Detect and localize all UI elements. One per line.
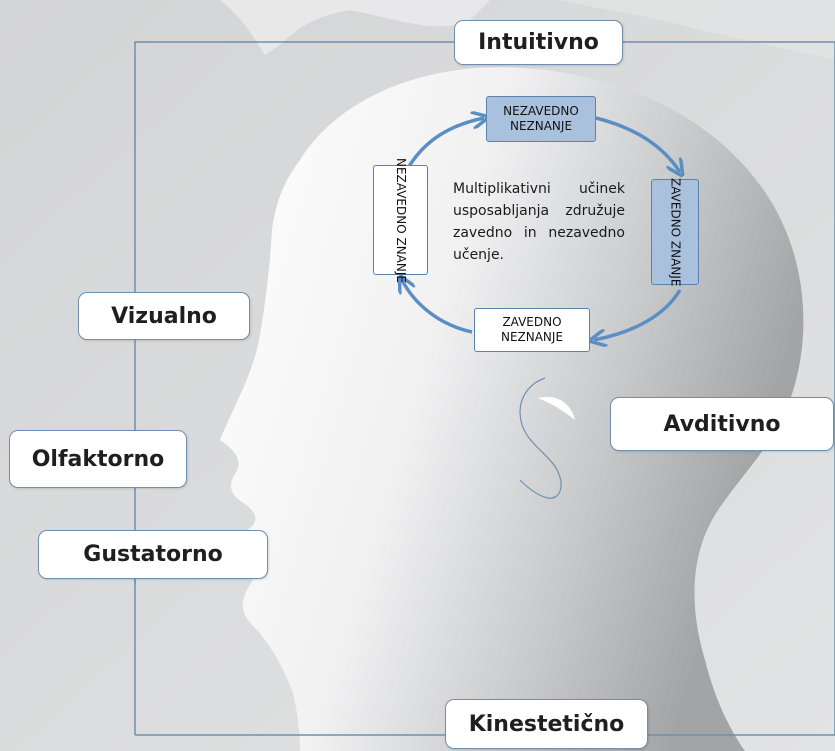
stage-top-label: NEZAVEDNO NEZNANJE xyxy=(503,104,579,133)
sense-gustatory-box: Gustatorno xyxy=(38,530,268,579)
sense-visual-box: Vizualno xyxy=(78,292,250,340)
sense-kinesthetic-box: Kinestetično xyxy=(445,699,648,749)
sense-auditory-box: Avditivno xyxy=(610,397,834,451)
stage-right-label: ZAVEDNO ZNANJE xyxy=(668,177,683,287)
top-decor-shape xyxy=(220,0,490,55)
stage-left-label: NEZAVEDNO ZNANJE xyxy=(394,157,408,283)
cycle-description: Multiplikativni učinek usposabljanja zdr… xyxy=(453,181,625,263)
cycle-arrow-bottom-right xyxy=(594,289,682,340)
stage-conscious-incompetence: ZAVEDNO NEZNANJE xyxy=(474,308,590,352)
top-decor-shape-right xyxy=(560,0,835,60)
stage-unconscious-incompetence: NEZAVEDNO NEZNANJE xyxy=(486,96,596,142)
sense-olfactory-box: Olfaktorno xyxy=(9,430,187,488)
cycle-arrow-bottom-left xyxy=(402,280,473,334)
cycle-arrow-top-left xyxy=(406,118,484,169)
stage-unconscious-competence: NEZAVEDNO ZNANJE xyxy=(373,158,428,283)
stage-bottom-label: ZAVEDNO NEZNANJE xyxy=(500,315,564,344)
ear-outline xyxy=(519,377,562,499)
cycle-arrow-top-right xyxy=(595,116,680,172)
stage-conscious-competence: ZAVEDNO ZNANJE xyxy=(651,177,699,287)
ear-inner xyxy=(538,396,575,420)
sense-intuitive-box: Intuitivno xyxy=(454,20,623,65)
